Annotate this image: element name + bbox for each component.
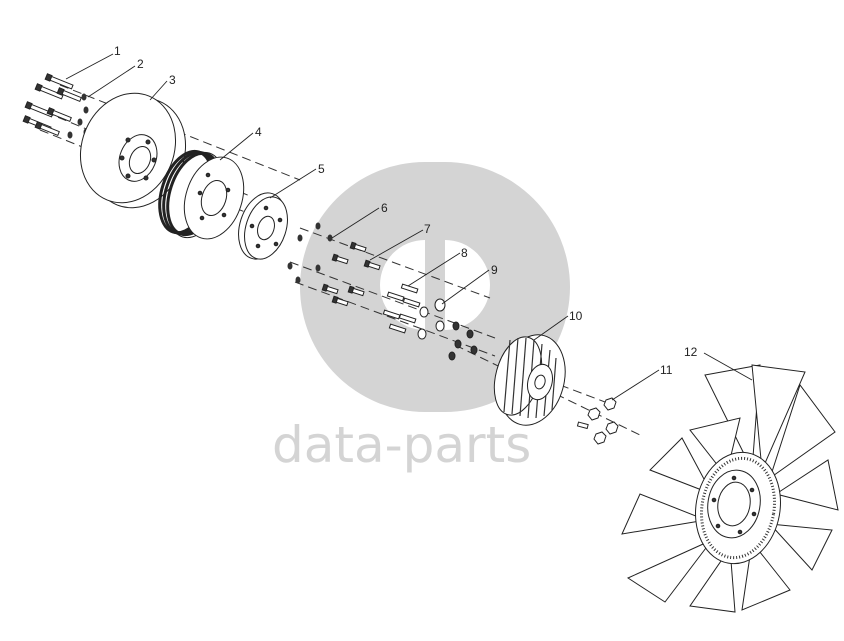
bolts-part-7	[321, 241, 381, 307]
fan-part-12	[621, 364, 839, 613]
fan-clutch-part-10	[493, 334, 566, 426]
callout-2: 2	[137, 57, 144, 71]
hub-flange-part-5	[238, 192, 288, 260]
pulley-part-4	[158, 149, 245, 240]
watermark-text: data-parts	[272, 416, 531, 474]
callout-6: 6	[381, 201, 388, 215]
studs-part-8	[382, 283, 421, 334]
damper-disc-part-3	[79, 92, 187, 209]
callout-11: 11	[660, 363, 673, 377]
washers-part-6	[287, 222, 333, 284]
callout-leaders	[65, 53, 753, 401]
watermark: data-parts	[272, 162, 570, 474]
nuts-part-9	[417, 298, 478, 361]
callout-5: 5	[318, 162, 325, 176]
callout-9: 9	[491, 263, 498, 277]
callout-10: 10	[569, 309, 583, 323]
nuts-part-11	[576, 397, 619, 445]
callout-12: 12	[684, 345, 698, 359]
callout-7: 7	[424, 222, 431, 236]
callout-numbers: 1 2 3 4 5 6 7 8 9 10 11 12	[114, 44, 698, 377]
callout-8: 8	[461, 246, 468, 260]
bolts-part-1	[22, 73, 82, 136]
callout-4: 4	[255, 125, 262, 139]
callout-3: 3	[169, 73, 176, 87]
callout-1: 1	[114, 44, 121, 58]
